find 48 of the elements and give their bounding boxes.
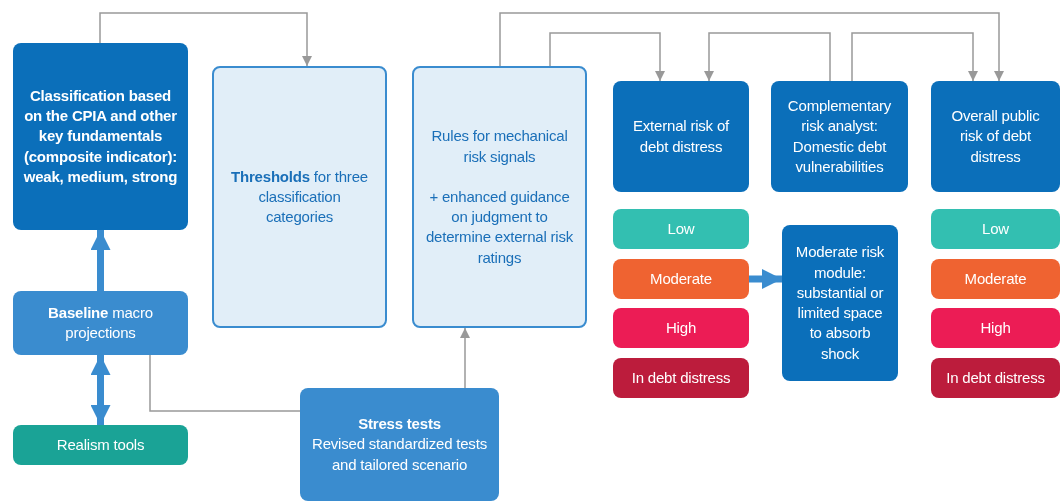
rating-pill [931,308,1060,348]
box-text: Thresholds for three classification categories [230,166,369,228]
box-heading: Rules for mechanical risk signals [430,126,569,167]
input-box [13,291,188,355]
box-text: Complementary risk analyst: Domestic debt vulnerabilities [786,96,893,177]
rating-pill [613,259,749,299]
box-text: Realism tools [56,434,145,455]
double-arrow [90,355,111,425]
connector-arrow [460,327,470,389]
framework-box [412,66,587,328]
output-box [931,81,1060,192]
box-text: + enhanced guidance on judgment to determine external risk ratings [424,186,575,268]
connector-arrow [704,32,831,82]
tool-box [13,425,188,465]
connector-arrow [499,12,1004,82]
box-text: Baseline macro projections [47,302,154,343]
connector-arrow [851,32,978,82]
rating-pill [613,209,749,249]
connector-arrow [90,230,111,291]
box-text: Moderate [964,268,1027,289]
rating-pill [931,259,1060,299]
box-text: High [665,317,697,338]
rating-pill [931,358,1060,398]
box-text: Low [982,218,1009,239]
box-text: In debt distress [946,367,1045,388]
output-box [13,43,188,230]
output-box [613,81,749,192]
input-box [300,388,499,501]
box-text: Low [667,218,695,239]
connector-arrow [749,269,782,289]
connector-arrow [549,32,665,82]
rating-pill [931,209,1060,249]
box-text: Classification based on the CPIA and other key fundamentals (composite indicator): weak, medium, strong [23,85,178,187]
box-text: Moderate [650,268,712,289]
rating-pill [613,308,749,348]
output-box [771,81,908,192]
box-heading: Stress tests [358,414,441,435]
connector-line [149,354,301,412]
box-text: External risk of debt distress [632,116,731,157]
output-box [782,225,898,381]
box-text: Revised standardized tests and tailored scenario [311,434,488,475]
box-text: In debt distress [631,367,731,388]
framework-box [212,66,387,328]
rating-pill [613,358,749,398]
box-text: High [980,317,1011,338]
box-text: Overall public risk of debt distress [950,106,1041,167]
box-text: Moderate risk module: substantial or limited space to absorb shock [794,242,886,364]
connector-arrow [99,12,312,67]
